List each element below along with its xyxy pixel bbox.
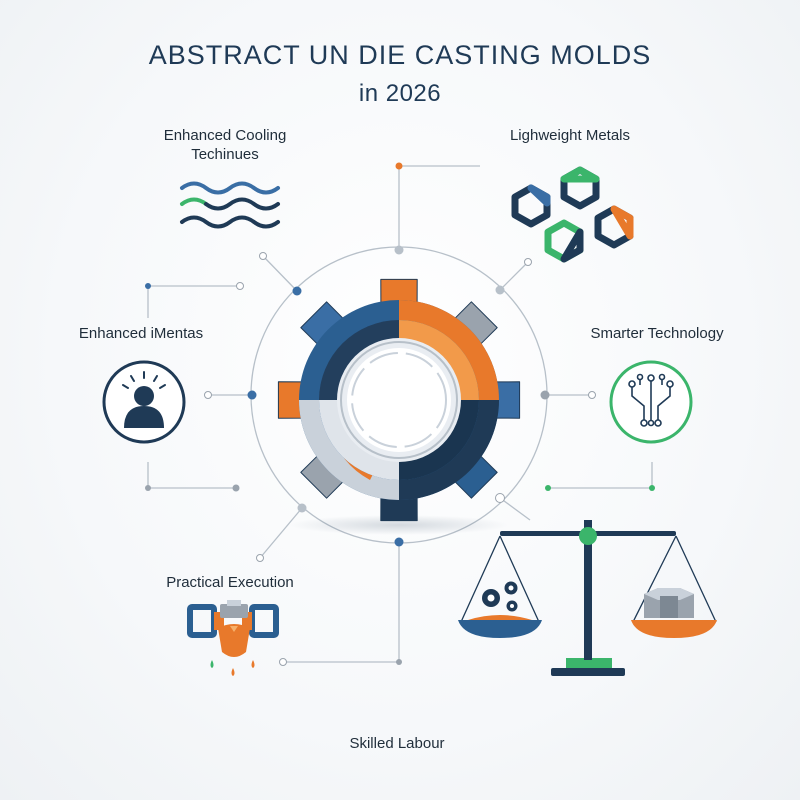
mold-pour-icon bbox=[187, 600, 279, 676]
label-lightweight-metals: Lighweight Metals bbox=[495, 126, 645, 145]
label-enhanced-cooling: Enhanced Cooling Techinues bbox=[140, 126, 310, 164]
label-line: Lighweight Metals bbox=[509, 127, 631, 144]
label-line: Techinues bbox=[191, 146, 259, 163]
label-enhanced-mentas: Enhanced iMentas bbox=[66, 324, 216, 343]
waves-icon bbox=[180, 181, 280, 229]
label-smarter-technology: Smarter Technology bbox=[582, 324, 732, 343]
gear-icon bbox=[277, 278, 521, 535]
label-practical-execution: Practical Execution bbox=[155, 573, 305, 592]
label-line: Practical Execution bbox=[166, 574, 294, 591]
label-line: Skilled Labour bbox=[349, 735, 445, 752]
connector-dots bbox=[145, 162, 655, 666]
label-line: Smarter Technology bbox=[590, 325, 724, 342]
diagram-subtitle: in 2026 bbox=[358, 80, 442, 107]
label-line: Enhanced Cooling bbox=[163, 127, 287, 144]
person-icon bbox=[102, 360, 186, 444]
diagram-title: ABSTRACT UN DIE CASTING MOLDS bbox=[148, 40, 652, 70]
label-skilled-labour: Skilled Labour bbox=[322, 734, 472, 753]
balance-scale-icon bbox=[458, 520, 717, 676]
hexagons-icon bbox=[511, 166, 634, 263]
label-line: Enhanced iMentas bbox=[78, 325, 204, 342]
circuit-icon bbox=[609, 360, 693, 444]
